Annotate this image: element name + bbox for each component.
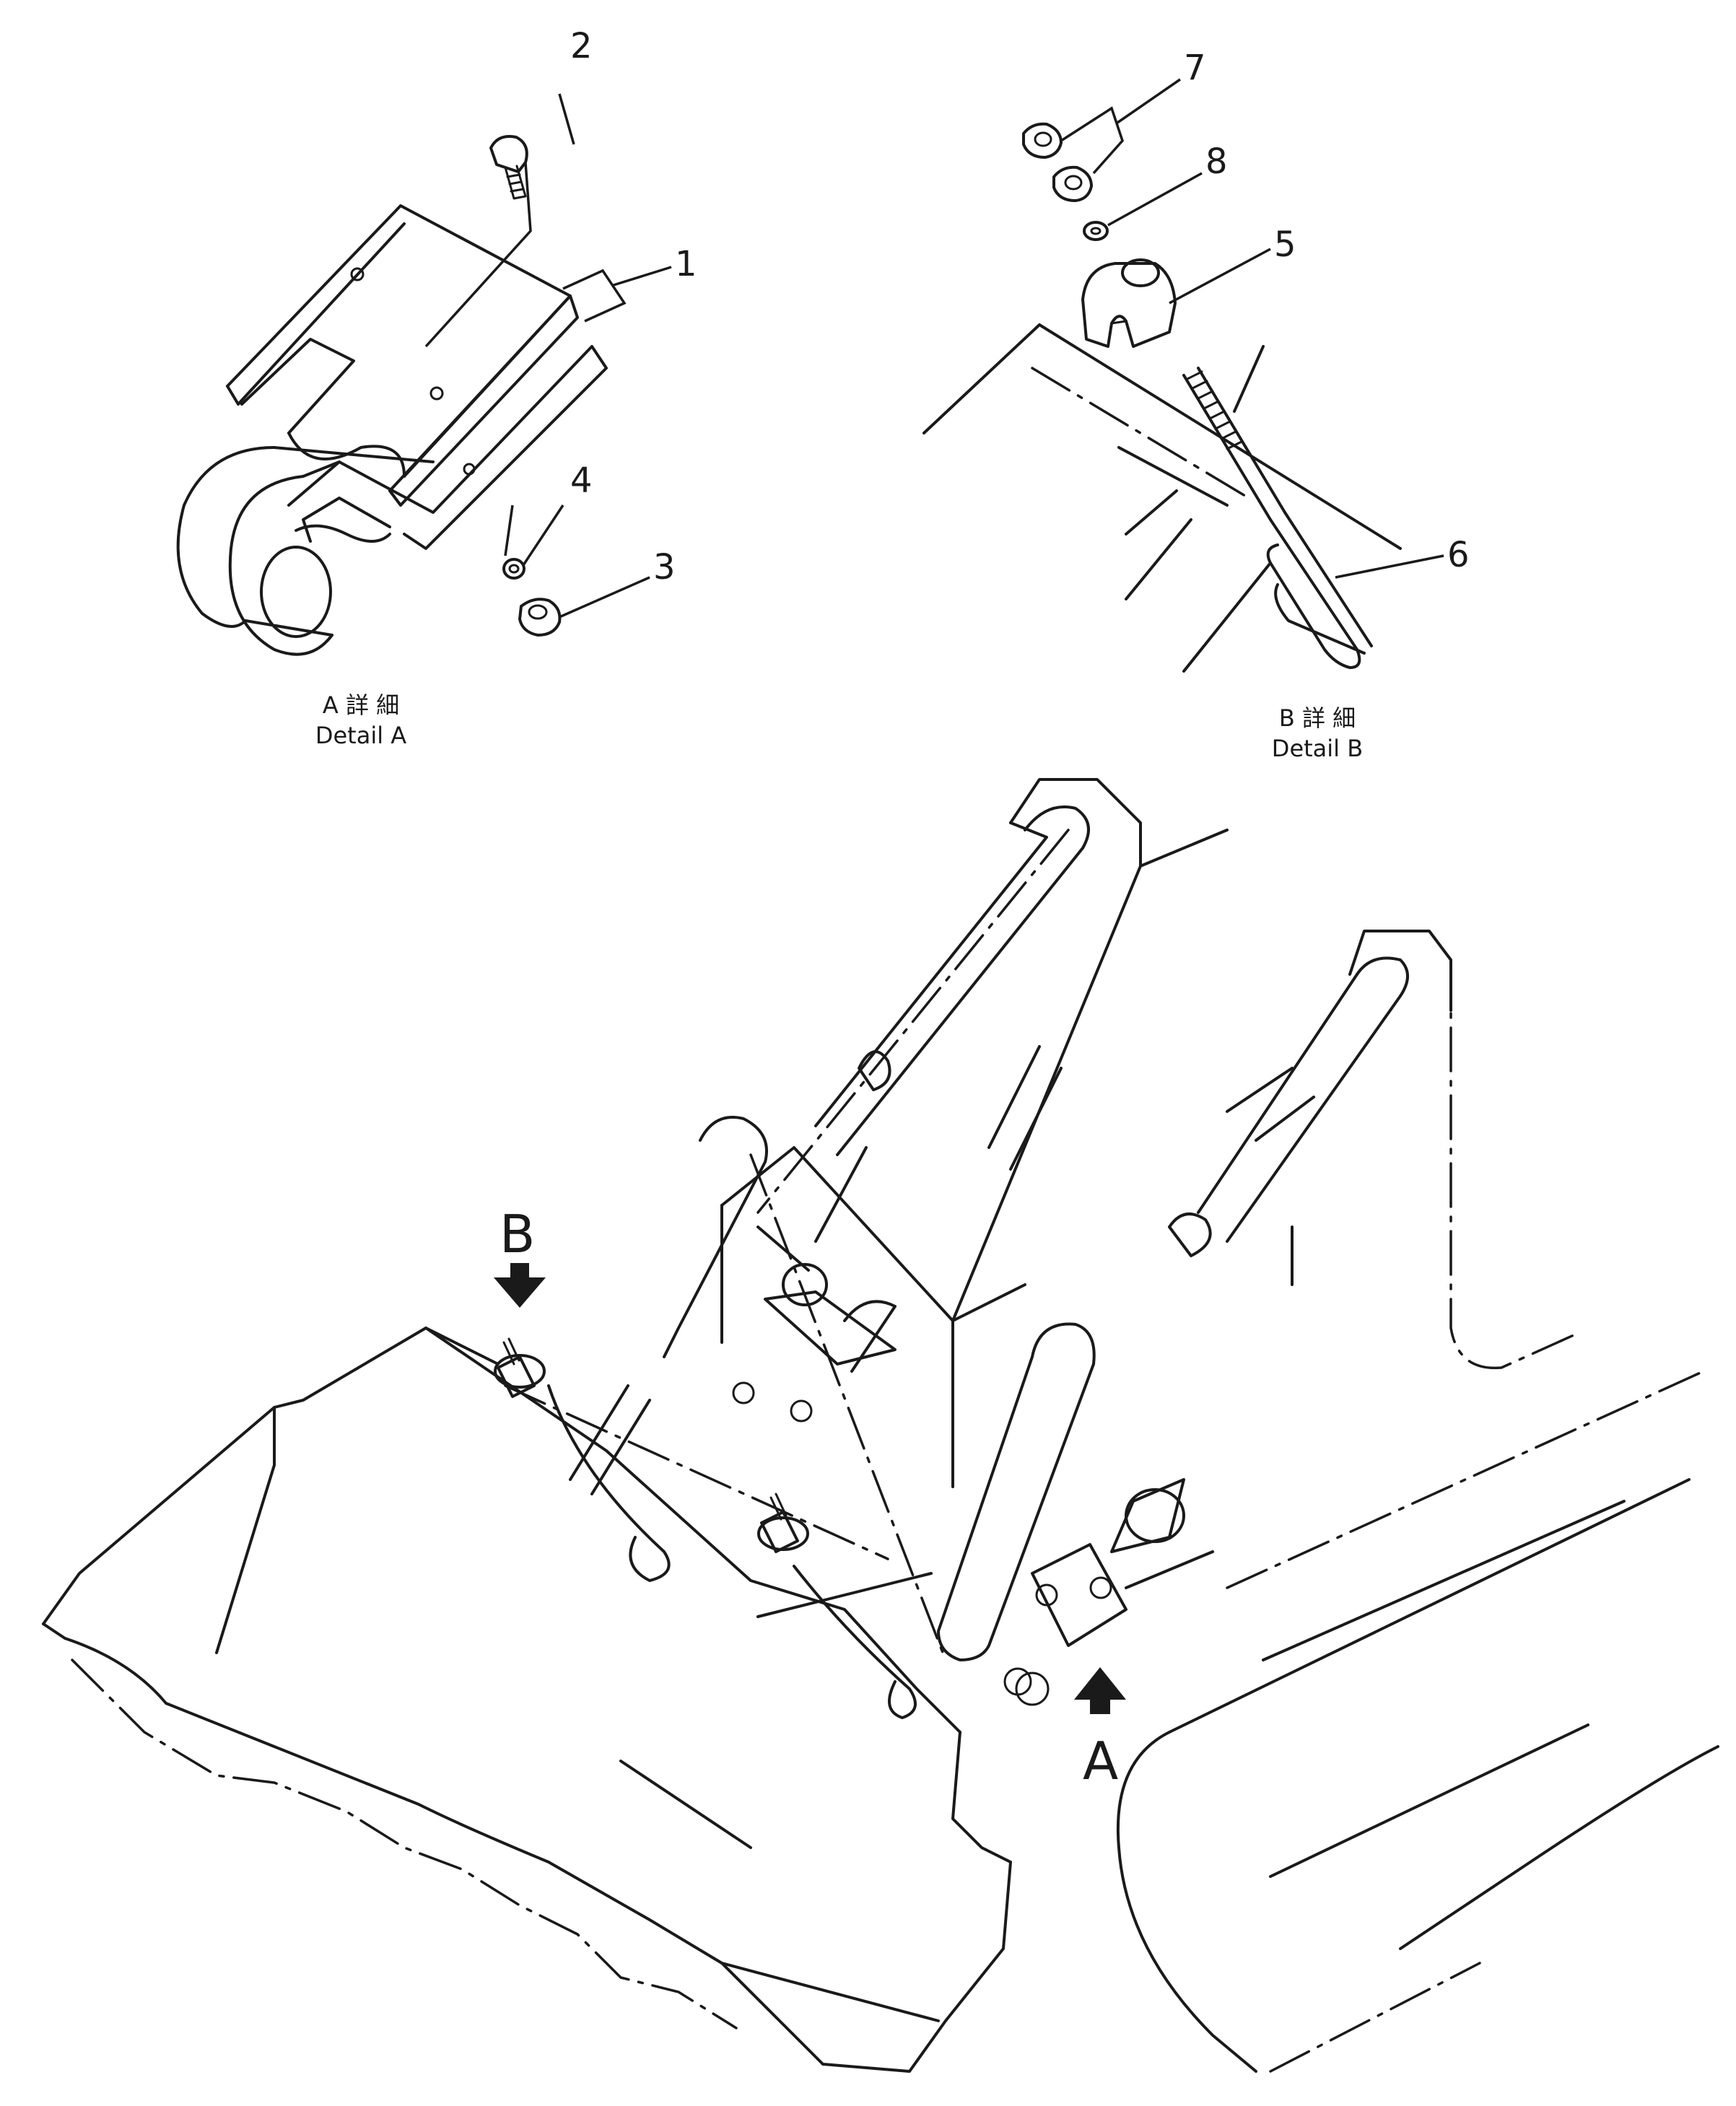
- view-marker-b: B: [500, 1204, 535, 1264]
- main-view-drawing: [42, 778, 1719, 2073]
- part-number-2: 2: [570, 26, 593, 66]
- detail-b-drawing: [922, 78, 1444, 673]
- detail-a-caption-en: Detail A: [315, 722, 406, 749]
- part-number-5: 5: [1274, 224, 1296, 265]
- view-marker-a: A: [1083, 1731, 1118, 1791]
- part-number-7: 7: [1184, 48, 1206, 88]
- detail-b-caption-en: Detail B: [1272, 735, 1363, 762]
- detail-a-drawing: [176, 93, 672, 656]
- part-number-8: 8: [1205, 141, 1228, 182]
- part-number-6: 6: [1447, 535, 1470, 575]
- part-number-1: 1: [675, 244, 697, 284]
- part-number-4: 4: [570, 460, 593, 501]
- arrow-b-icon: [494, 1263, 546, 1308]
- arrow-a-icon: [1074, 1667, 1126, 1714]
- detail-a-caption-jp: A 詳 細: [323, 691, 399, 719]
- part-number-3: 3: [653, 547, 676, 587]
- detail-b-caption-jp: B 詳 細: [1279, 704, 1356, 732]
